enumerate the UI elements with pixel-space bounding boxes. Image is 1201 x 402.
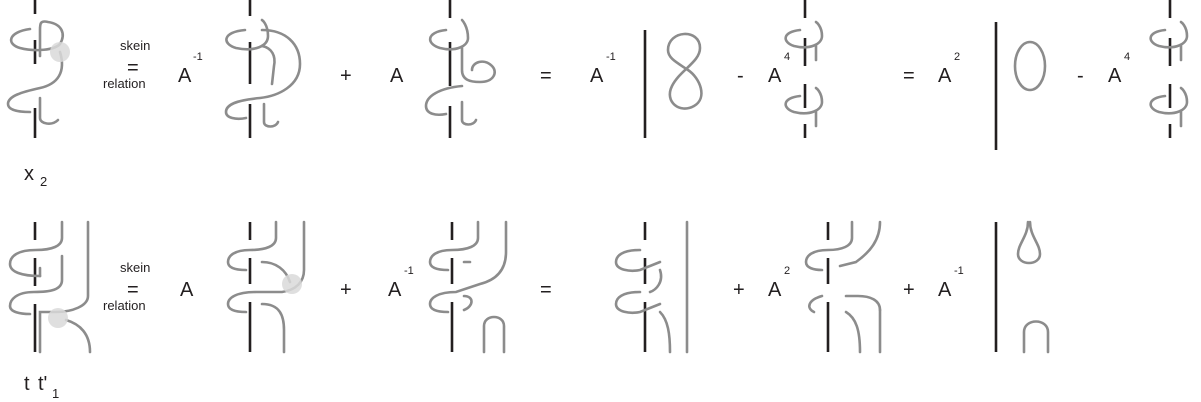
svg-text:2: 2 bbox=[40, 174, 47, 189]
equals-sign: = bbox=[540, 65, 552, 87]
equals-sign: = bbox=[127, 57, 139, 79]
equals-sign: = bbox=[127, 279, 139, 301]
svg-text:t': t' bbox=[38, 373, 47, 395]
coefficient: A bbox=[180, 279, 194, 301]
coefficient: A bbox=[390, 65, 404, 87]
diagram-r1-3 bbox=[424, 0, 496, 138]
coefficient: A bbox=[938, 279, 952, 301]
coefficient-exponent: 2 bbox=[954, 51, 960, 63]
coefficient: A bbox=[938, 65, 952, 87]
svg-text:x: x bbox=[24, 163, 34, 185]
coefficient-exponent: 2 bbox=[784, 265, 790, 277]
label-tt1: t t' 1 bbox=[24, 373, 59, 401]
diagram-tt1 bbox=[8, 220, 92, 354]
plus-sign: + bbox=[340, 65, 352, 87]
coefficient-exponent: 4 bbox=[1124, 51, 1130, 63]
diagram-r2-2 bbox=[226, 220, 306, 354]
coefficient-exponent: -1 bbox=[954, 265, 964, 277]
coefficient-exponent: -1 bbox=[193, 51, 203, 63]
diagram-r1-4 bbox=[643, 30, 703, 138]
skein-label: skein bbox=[120, 260, 150, 275]
coefficient-exponent: -1 bbox=[404, 265, 414, 277]
coefficient: A bbox=[590, 65, 604, 87]
diagram-r1-6 bbox=[994, 22, 1047, 150]
coefficient-exponent: -1 bbox=[606, 51, 616, 63]
diagram-x2 bbox=[6, 0, 70, 138]
diagram-r1-2 bbox=[224, 0, 302, 138]
coefficient: A bbox=[178, 65, 192, 87]
diagram-r2-3 bbox=[428, 220, 508, 354]
skein-relation-2: skein = relation bbox=[103, 260, 150, 313]
plus-sign: + bbox=[340, 279, 352, 301]
label-x2: x 2 bbox=[24, 163, 47, 189]
equals-sign: = bbox=[903, 65, 915, 87]
skein-relation-1: skein = relation bbox=[103, 38, 150, 91]
diagram-r2-6 bbox=[994, 220, 1050, 354]
plus-sign: + bbox=[733, 279, 745, 301]
svg-text:t: t bbox=[24, 373, 30, 395]
svg-text:1: 1 bbox=[52, 386, 59, 401]
coefficient: A bbox=[768, 279, 782, 301]
coefficient: A bbox=[1108, 65, 1122, 87]
plus-sign: + bbox=[903, 279, 915, 301]
diagram-r1-5 bbox=[784, 0, 824, 138]
minus-sign: - bbox=[1077, 65, 1084, 87]
diagram-r2-4 bbox=[614, 220, 689, 354]
relation-label: relation bbox=[103, 76, 146, 91]
equals-sign: = bbox=[540, 279, 552, 301]
relation-label: relation bbox=[103, 298, 146, 313]
skein-label: skein bbox=[120, 38, 150, 53]
coefficient-exponent: 4 bbox=[784, 51, 790, 63]
diagram-r2-5 bbox=[804, 220, 882, 354]
coefficient: A bbox=[768, 65, 782, 87]
minus-sign: - bbox=[737, 65, 744, 87]
diagram-r1-7 bbox=[1149, 0, 1189, 138]
coefficient: A bbox=[388, 279, 402, 301]
